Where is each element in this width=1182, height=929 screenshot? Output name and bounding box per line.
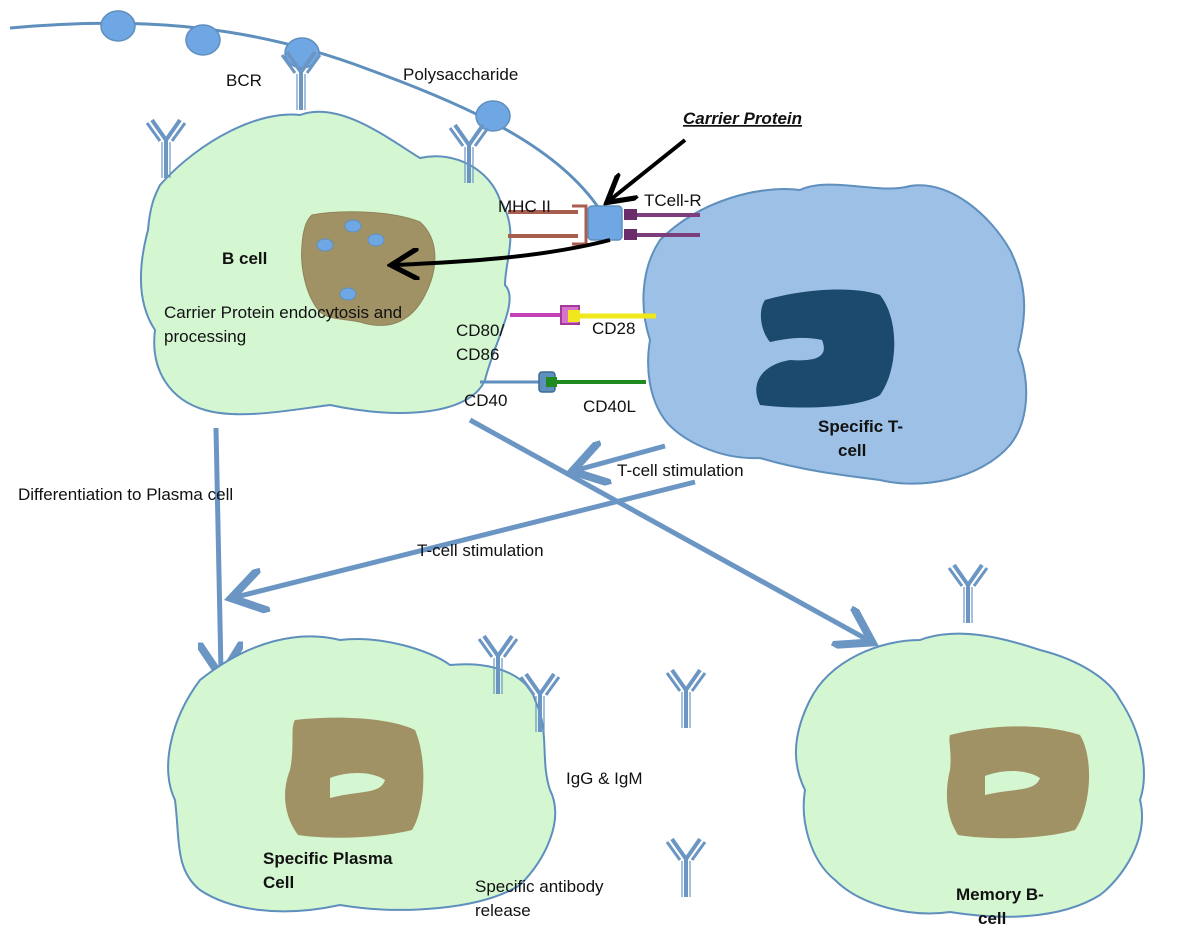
t-cell-stimulation-label-2: T-cell stimulation (417, 541, 544, 560)
cd80-label-line2: CD86 (456, 345, 499, 364)
endocytosis-label-line1: Carrier Protein endocytosis and (164, 303, 402, 322)
cd80-label-line1: CD80/ (456, 321, 504, 340)
endocytosed-antigen (316, 238, 334, 252)
cd28-head (568, 310, 580, 322)
specific-t-cell-label-line2: cell (838, 441, 866, 460)
memory-b-cell-label-line1: Memory B- (956, 885, 1044, 904)
carrier-protein-pointer-arrow (610, 138, 687, 200)
cd40l-label: CD40L (583, 397, 636, 416)
endocytosed-antigen (339, 287, 357, 301)
mhc-ii-complex (508, 204, 588, 246)
antibody-release-label-line2: release (475, 901, 531, 920)
tcr-complex (624, 209, 700, 240)
t-cell-nucleus (756, 289, 895, 408)
memory-differentiation-arrow (468, 417, 868, 640)
t-cell-stimulation-label-1: T-cell stimulation (617, 461, 744, 480)
memory-b-cell-nucleus (946, 726, 1090, 839)
plasma-cell (167, 635, 557, 913)
mhc-ii-label: MHC II (498, 197, 551, 216)
cd28-label: CD28 (592, 319, 635, 338)
plasma-cell-label-line2: Cell (263, 873, 294, 892)
polysaccharide-bead (475, 100, 511, 132)
secreted-antibody-icon (665, 837, 707, 899)
carrier-protein-icon (587, 205, 623, 241)
endocytosed-antigen (367, 233, 385, 247)
endocytosed-antigen (344, 219, 362, 233)
igg-igm-label: IgG & IgM (566, 769, 643, 788)
cd40-label: CD40 (464, 391, 507, 410)
differentiation-label: Differentiation to Plasma cell (18, 485, 233, 504)
b-cell-nucleus (301, 211, 436, 326)
polysaccharide-bead (185, 24, 221, 56)
t-cell-stimulation-arrow-2 (236, 479, 696, 597)
polysaccharide-bead (100, 10, 136, 42)
plasma-cell-label-line1: Specific Plasma (263, 849, 393, 868)
carrier-protein-label: Carrier Protein (683, 109, 802, 128)
plasma-cell-nucleus (285, 717, 424, 838)
memory-bcr-icon (947, 563, 989, 625)
tcell-r-label: TCell-R (644, 191, 702, 210)
bcr-label: BCR (226, 71, 262, 90)
differentiation-arrow (216, 427, 221, 672)
endocytosis-arrow (395, 238, 611, 265)
memory-b-cell-label-line2: cell (978, 909, 1006, 928)
t-cell-stimulation-arrow-1 (577, 446, 666, 470)
specific-t-cell-label-line1: Specific T- (818, 417, 903, 436)
cd40l-head (546, 377, 557, 387)
b-cell-label: B cell (222, 249, 267, 268)
polysaccharide-label: Polysaccharide (403, 65, 518, 84)
antibody-release-label-line1: Specific antibody (475, 877, 604, 896)
secreted-antibody-icon (665, 668, 707, 730)
endocytosis-label-line2: processing (164, 327, 246, 346)
